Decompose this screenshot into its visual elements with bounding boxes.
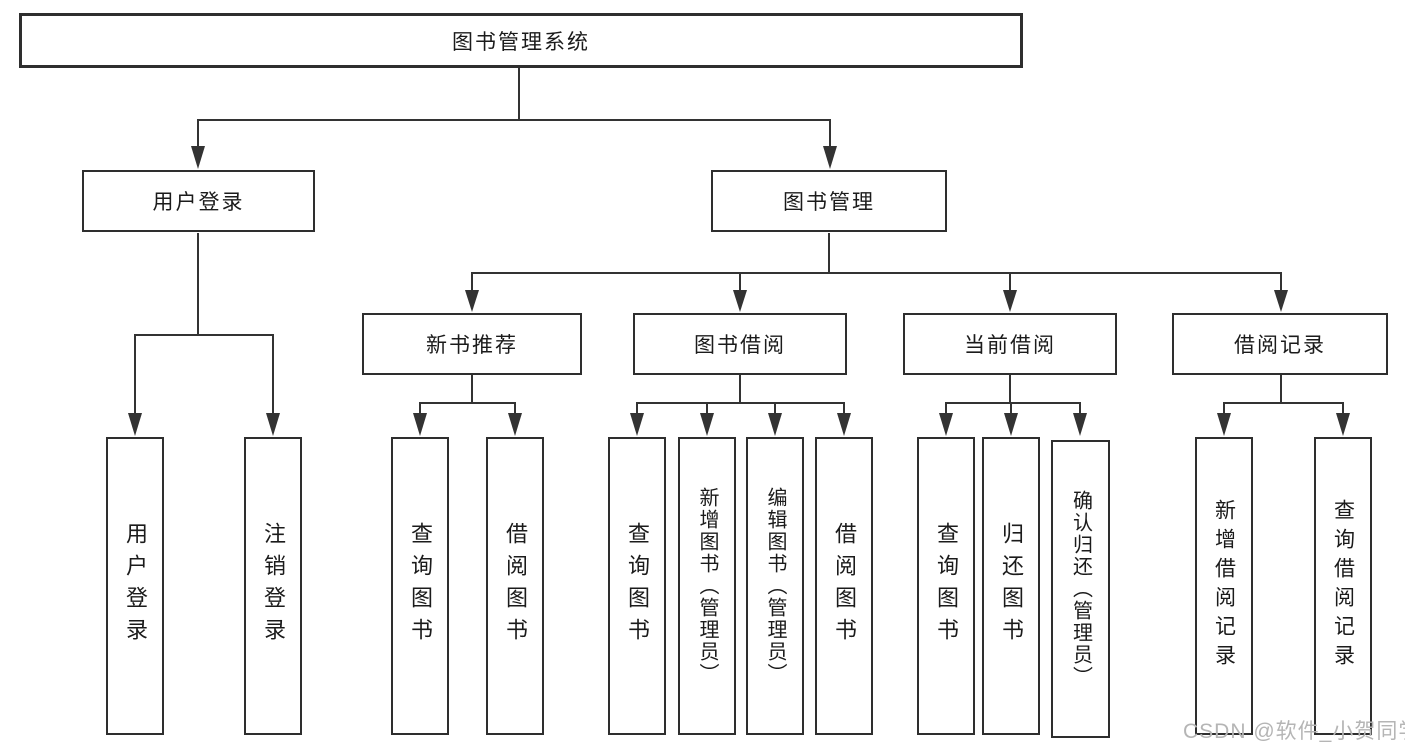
leaf-borrow-book-borrowing: 借阅图书 [815, 437, 873, 735]
leaf-edit-book-admin: 编辑图书（管理员） [746, 437, 804, 735]
leaf-add-book-admin: 新增图书（管理员） [678, 437, 736, 735]
leaf-query-borrow-record: 查询借阅记录 [1314, 437, 1372, 735]
node-new-book-recommendation: 新书推荐 [362, 313, 582, 375]
leaf-query-book-recommend: 查询图书 [391, 437, 449, 735]
node-current-borrowing: 当前借阅 [903, 313, 1117, 375]
leaf-query-book-current: 查询图书 [917, 437, 975, 735]
leaf-query-book-borrowing: 查询图书 [608, 437, 666, 735]
leaf-borrow-book-recommend: 借阅图书 [486, 437, 544, 735]
leaf-user-login: 用户登录 [106, 437, 164, 735]
csdn-watermark: CSDN @软件_小贺同学 [1183, 720, 1405, 743]
node-library-system: 图书管理系统 [19, 13, 1023, 68]
leaf-logout: 注销登录 [244, 437, 302, 735]
node-book-borrowing: 图书借阅 [633, 313, 847, 375]
node-book-management: 图书管理 [711, 170, 947, 232]
node-user-login: 用户登录 [82, 170, 315, 232]
node-borrowing-records: 借阅记录 [1172, 313, 1388, 375]
leaf-return-book: 归还图书 [982, 437, 1040, 735]
leaf-add-borrow-record: 新增借阅记录 [1195, 437, 1253, 735]
leaf-confirm-return-admin: 确认归还（管理员） [1051, 440, 1110, 738]
